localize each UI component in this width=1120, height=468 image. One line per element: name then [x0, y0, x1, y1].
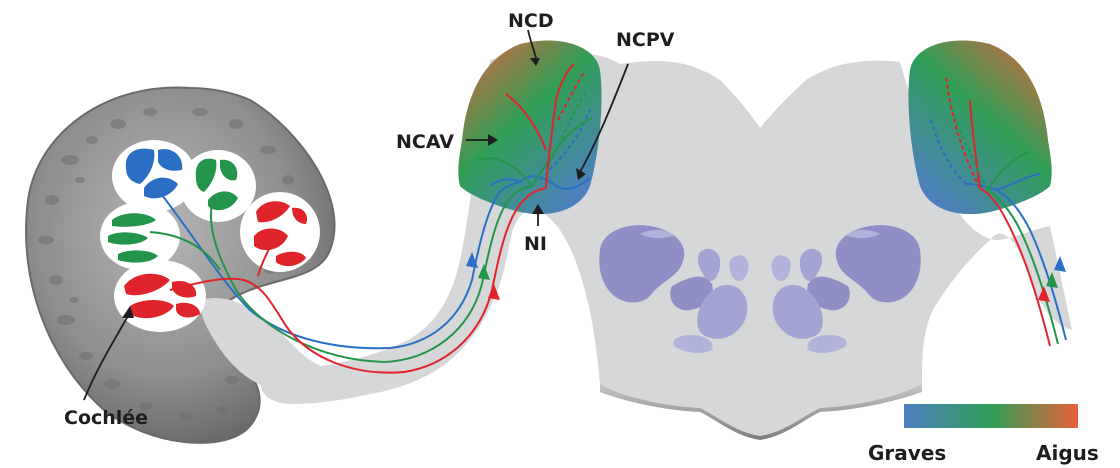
turn-red-upper	[240, 192, 320, 272]
left-cochlear-nucleus	[458, 40, 601, 214]
legend-high-label: Aigus	[1036, 441, 1099, 465]
legend-gradient-bar	[904, 404, 1078, 428]
turn-green-upper	[180, 150, 256, 222]
turn-red-base	[114, 260, 206, 332]
label-ncd: NCD	[508, 10, 554, 32]
label-cochlea: Cochlée	[64, 407, 148, 429]
frequency-legend: Graves Aigus	[868, 404, 1099, 465]
label-ncav: NCAV	[396, 131, 454, 153]
legend-low-label: Graves	[868, 441, 946, 465]
turn-green-lower	[100, 202, 180, 270]
label-ncpv: NCPV	[616, 29, 675, 51]
label-ni: NI	[524, 233, 547, 255]
